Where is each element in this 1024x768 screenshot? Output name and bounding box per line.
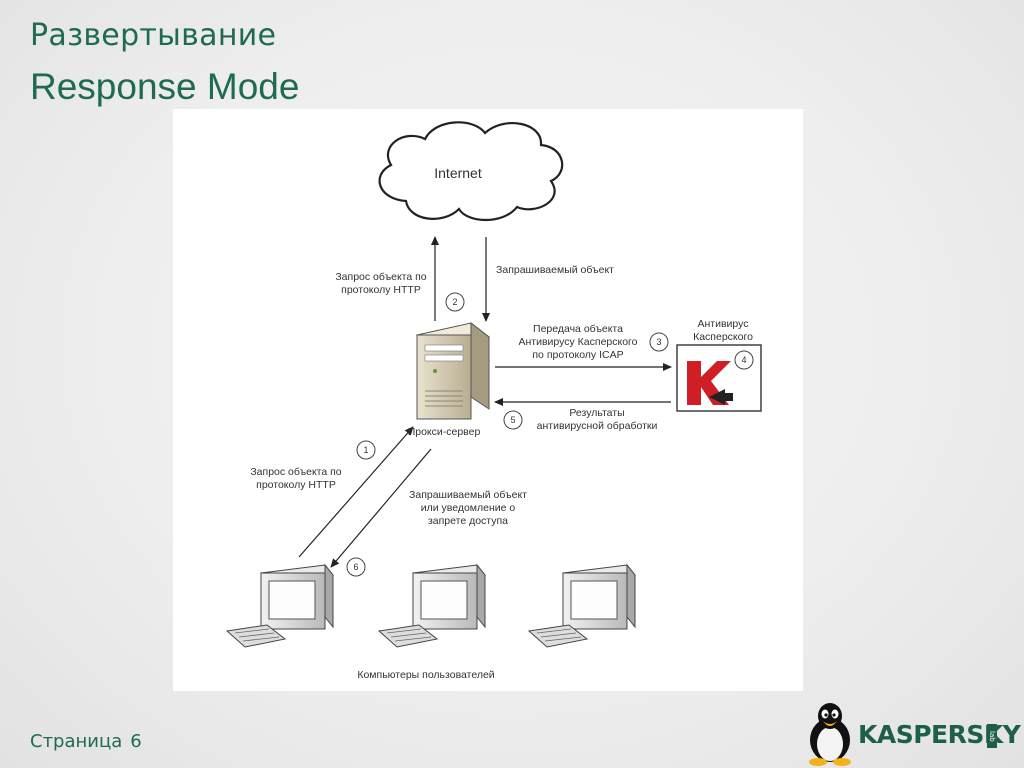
label-kaspersky-antivirus: Антивирус Касперского — [693, 318, 753, 343]
step-4-number: 4 — [741, 355, 747, 365]
user-computer-icon-1 — [225, 563, 334, 648]
logo-lab-text: lab — [987, 724, 997, 748]
step-2-number: 2 — [452, 297, 458, 307]
slide-title-line2: Response Mode — [30, 66, 300, 107]
penguin-icon — [809, 703, 851, 766]
page-indicator: Страница 6 — [30, 731, 142, 752]
arrow-response-to-user — [330, 448, 432, 568]
internet-cloud-icon — [378, 121, 564, 221]
step-1-number: 1 — [363, 445, 369, 455]
kaspersky-antivirus-icon — [676, 344, 762, 412]
label-request-http-top: Запрос объекта по протоколу HTTP — [335, 271, 427, 296]
kaspersky-logo: KASPERSKY lab — [798, 700, 1021, 766]
page-label: Страница — [30, 731, 123, 752]
internet-label: Internet — [434, 165, 482, 181]
page-number: 6 — [130, 731, 142, 752]
label-user-computers: Компьютеры пользователей — [357, 669, 495, 681]
slide-title-line1: Развертывание — [30, 18, 277, 53]
proxy-server-icon — [415, 321, 491, 420]
label-requested-object-top: Запрашиваемый объект — [496, 264, 614, 276]
step-6-number: 6 — [353, 562, 359, 572]
user-computer-icon-3 — [527, 563, 636, 648]
deployment-diagram: Internet Запрос объекта по протоколу HTT… — [173, 109, 803, 691]
label-scan-results: Результаты антивирусной обработки — [536, 407, 658, 432]
arrow-user-request — [298, 426, 414, 558]
label-icap-transfer: Передача объекта Антивирусу Касперского … — [518, 323, 638, 361]
label-requested-or-denied: Запрашиваемый объект или уведомление о з… — [409, 489, 527, 527]
step-5-number: 5 — [510, 415, 516, 425]
label-proxy-server: Прокси-сервер — [407, 426, 481, 438]
step-3-number: 3 — [656, 337, 662, 347]
step-circles — [346, 292, 754, 577]
user-computer-icon-2 — [377, 563, 486, 648]
label-request-http-bottom: Запрос объекта по протоколу HTTP — [250, 466, 342, 491]
